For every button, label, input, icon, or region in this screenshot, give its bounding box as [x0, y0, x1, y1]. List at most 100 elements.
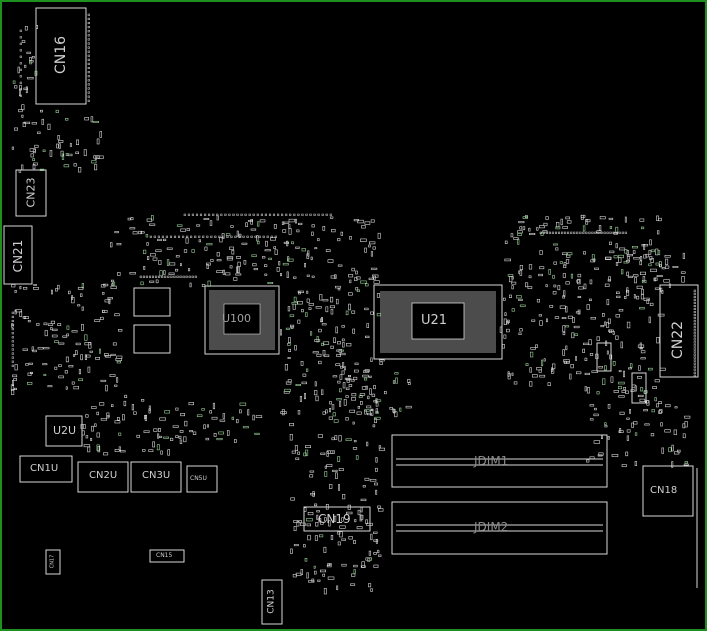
smd-part: [222, 413, 226, 419]
smd-part: [85, 354, 91, 358]
smd-part: [657, 250, 661, 256]
connector-pin: [214, 235, 217, 238]
smd-part: [289, 433, 293, 441]
connector-pin: [693, 374, 696, 377]
smd-part: [637, 394, 644, 398]
smd-part: [525, 363, 529, 367]
smd-part: [297, 451, 301, 455]
smd-part: [555, 226, 561, 230]
smd-part: [554, 316, 560, 319]
smd-part: [327, 576, 335, 580]
smd-part: [626, 321, 631, 329]
smd-part: [245, 222, 248, 227]
smd-part: [308, 307, 312, 311]
smd-part: [365, 557, 372, 561]
smd-part: [319, 569, 326, 573]
connector-pin: [153, 235, 156, 238]
smd-part: [575, 356, 578, 361]
smd-part: [664, 255, 671, 258]
smd-part: [513, 237, 519, 240]
smd-part: [338, 468, 344, 471]
smd-part: [94, 156, 97, 160]
connector-pin: [321, 213, 324, 216]
smd-part: [23, 87, 28, 91]
connector-pin: [313, 213, 316, 216]
smd-part: [143, 249, 147, 254]
smd-part: [370, 533, 373, 541]
smd-part: [85, 414, 89, 418]
connector-pin: [170, 275, 173, 278]
connector-pin: [554, 231, 558, 234]
smd-part: [291, 450, 297, 454]
smd-part: [209, 410, 213, 414]
smd-part: [175, 435, 179, 439]
smd-part: [58, 140, 64, 143]
smd-part: [10, 384, 14, 391]
smd-part: [351, 393, 357, 397]
smd-part: [618, 381, 625, 385]
smd-part: [553, 284, 557, 288]
smd-part: [163, 238, 167, 242]
smd-part: [148, 405, 151, 411]
connector-pin: [542, 231, 545, 234]
connector-pin: [236, 213, 239, 216]
smd-part: [14, 387, 17, 391]
smd-part: [14, 289, 17, 293]
smd-part: [152, 441, 156, 448]
smd-part: [639, 218, 645, 222]
smd-part: [117, 272, 121, 276]
connector-pin: [266, 235, 269, 238]
smd-part: [85, 435, 89, 439]
smd-part: [335, 326, 338, 334]
smd-part: [314, 503, 318, 507]
smd-part: [51, 334, 58, 338]
smd-part: [347, 504, 351, 510]
smd-part: [112, 342, 117, 346]
smd-part: [658, 261, 662, 268]
smd-part: [35, 24, 39, 29]
smd-part: [345, 387, 350, 390]
smd-part: [641, 244, 649, 247]
smd-part: [350, 379, 355, 382]
smd-part: [99, 131, 103, 138]
connector-pin: [87, 34, 90, 37]
smd-part: [353, 369, 359, 373]
smd-part: [325, 249, 331, 253]
right-ic-small-2: [631, 372, 647, 404]
smd-part: [210, 259, 214, 262]
smd-part: [375, 467, 378, 472]
smd-part: [566, 252, 573, 256]
smd-part: [118, 432, 122, 436]
smd-part: [633, 256, 640, 260]
smd-part: [44, 330, 48, 337]
smd-part: [290, 497, 295, 501]
smd-part: [307, 534, 311, 541]
smd-part: [342, 342, 345, 348]
smd-part: [32, 158, 35, 162]
smd-part: [18, 169, 22, 173]
smd-part: [342, 493, 346, 500]
smd-part: [75, 342, 81, 346]
connector-pin: [157, 235, 160, 238]
smd-part: [57, 323, 62, 327]
connector-pin: [87, 21, 90, 25]
smd-part: [640, 387, 644, 392]
connector-pin: [588, 231, 591, 234]
connector-pin: [87, 30, 90, 33]
smd-part: [342, 362, 345, 368]
smd-part: [29, 60, 34, 63]
smd-part: [582, 225, 586, 232]
smd-part: [371, 393, 376, 397]
smd-part: [164, 410, 170, 414]
smd-part: [336, 354, 341, 357]
smd-part: [357, 219, 364, 224]
smd-part: [608, 217, 614, 220]
smd-part: [657, 313, 665, 317]
connector-pin: [272, 213, 276, 216]
smd-part: [296, 229, 300, 233]
cn13-label: CN13: [266, 589, 277, 614]
smd-part: [71, 297, 75, 304]
connector-pin: [567, 231, 570, 234]
smd-part: [42, 149, 46, 152]
smd-part: [65, 356, 69, 363]
